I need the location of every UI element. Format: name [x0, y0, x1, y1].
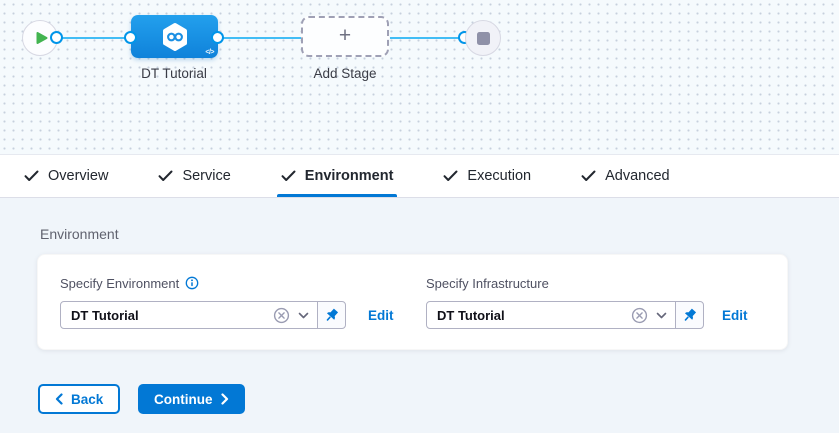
add-stage-button[interactable]: +	[301, 16, 389, 57]
infrastructure-field-group: Specify Infrastructure DT Tutorial	[426, 275, 748, 329]
environment-field-label-row: Specify Environment	[60, 275, 394, 291]
continue-button-label: Continue	[154, 392, 213, 407]
back-button-label: Back	[71, 392, 103, 407]
check-icon	[24, 170, 39, 182]
environment-select[interactable]: DT Tutorial	[60, 301, 318, 329]
infrastructure-edit-link[interactable]: Edit	[722, 308, 748, 323]
add-stage-label: Add Stage	[285, 66, 405, 81]
check-icon	[581, 170, 596, 182]
pin-button[interactable]	[675, 301, 704, 329]
stop-icon	[477, 32, 490, 45]
tab-overview[interactable]: Overview	[20, 155, 112, 197]
environment-combobox: DT Tutorial	[60, 301, 346, 329]
code-icon: </>	[205, 49, 214, 56]
plus-icon: +	[339, 25, 351, 46]
tab-advanced[interactable]: Advanced	[577, 155, 674, 197]
infrastructure-select-value: DT Tutorial	[437, 308, 623, 323]
clear-icon[interactable]	[631, 307, 648, 324]
pin-button[interactable]	[317, 301, 346, 329]
play-icon	[35, 31, 48, 45]
tab-execution[interactable]: Execution	[439, 155, 535, 197]
environment-select-value: DT Tutorial	[71, 308, 265, 323]
chevron-left-icon	[55, 393, 63, 405]
continue-button[interactable]: Continue	[138, 384, 245, 414]
environment-card: Specify Environment DT Tutorial	[37, 254, 788, 350]
connector-port	[211, 31, 224, 44]
stage-node-dt-tutorial[interactable]: </>	[131, 15, 218, 58]
harness-deploy-icon	[160, 21, 190, 53]
connector-port	[50, 31, 63, 44]
pipeline-canvas: </> DT Tutorial + Add Stage	[0, 0, 839, 155]
check-icon	[443, 170, 458, 182]
infrastructure-combobox: DT Tutorial	[426, 301, 704, 329]
back-button[interactable]: Back	[38, 384, 120, 414]
environment-edit-link[interactable]: Edit	[368, 308, 394, 323]
pipeline-edge	[218, 37, 301, 39]
field-label: Specify Infrastructure	[426, 276, 549, 291]
connector-port	[124, 31, 137, 44]
tab-label: Advanced	[605, 168, 670, 184]
clear-icon[interactable]	[273, 307, 290, 324]
stage-tabs: Overview Service Environment Execution A…	[0, 155, 839, 198]
section-title: Environment	[40, 226, 119, 242]
pin-icon	[681, 307, 698, 324]
tab-label: Overview	[48, 168, 108, 184]
infrastructure-field-label-row: Specify Infrastructure	[426, 275, 748, 291]
info-icon[interactable]	[185, 276, 199, 290]
field-label: Specify Environment	[60, 276, 179, 291]
chevron-right-icon	[221, 393, 229, 405]
stage-node-label: DT Tutorial	[114, 66, 234, 81]
pin-icon	[323, 307, 340, 324]
tab-label: Execution	[467, 168, 531, 184]
pipeline-end-node	[465, 20, 501, 56]
tab-environment[interactable]: Environment	[277, 155, 398, 197]
pipeline-edge	[57, 37, 131, 39]
check-icon	[158, 170, 173, 182]
infrastructure-select[interactable]: DT Tutorial	[426, 301, 676, 329]
pipeline-edge	[390, 37, 466, 39]
tab-service[interactable]: Service	[154, 155, 234, 197]
tab-label: Service	[182, 168, 230, 184]
environment-field-group: Specify Environment DT Tutorial	[60, 275, 394, 329]
environment-tab-panel: Environment Specify Environment	[0, 198, 839, 433]
chevron-down-icon[interactable]	[298, 312, 309, 319]
tab-label: Environment	[305, 168, 394, 184]
chevron-down-icon[interactable]	[656, 312, 667, 319]
check-icon	[281, 170, 296, 182]
